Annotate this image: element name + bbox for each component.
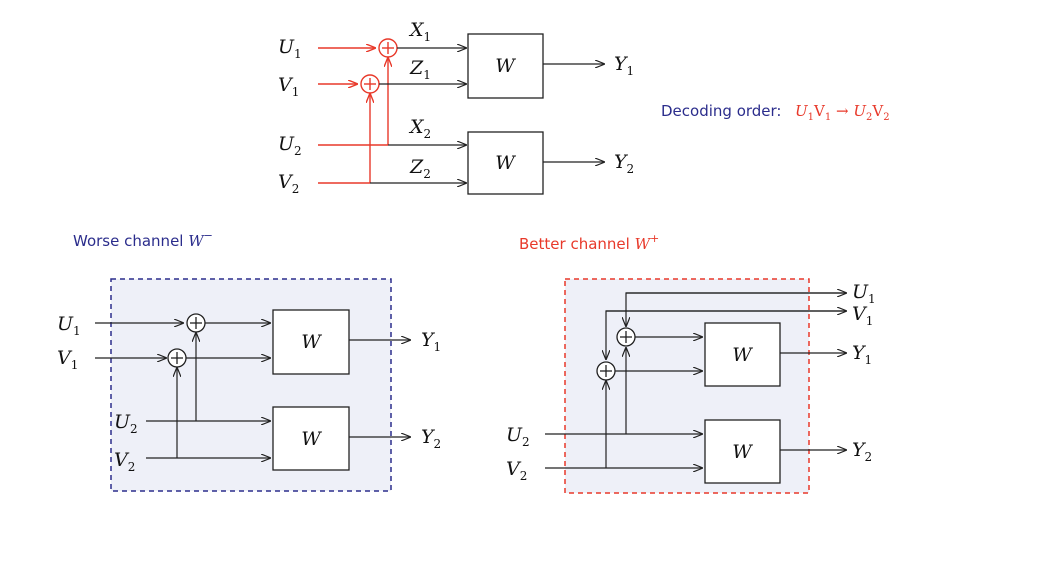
top-input-u2: U2 — [278, 133, 302, 158]
better-xor-2 — [596, 361, 616, 381]
top-diagram: U1 V1 U2 V2 X1 Z1 X2 Z2 — [278, 19, 890, 196]
better-output-u1: U1 — [852, 281, 876, 306]
top-channel-box-2-label: W — [495, 152, 516, 174]
top-output-y2: Y2 — [614, 151, 634, 176]
better-channel-box-1 — [704, 322, 781, 387]
top-channel-box-1 — [467, 33, 544, 99]
worse-output-y2: Y2 — [421, 426, 441, 451]
worse-output-y1: Y1 — [421, 329, 441, 354]
worse-channel-diagram: Worse channel W− U1 V1 U2 V2 W — [57, 229, 441, 492]
top-label-x1: X1 — [408, 19, 431, 44]
better-channel-diagram: Better channel W+ U2 V2 W — [506, 232, 876, 494]
top-channel-box-2 — [467, 131, 544, 195]
better-input-v2: V2 — [506, 458, 527, 483]
top-input-u1: U1 — [278, 36, 302, 61]
better-channel-box-2 — [704, 419, 781, 484]
better-xor-1 — [616, 327, 636, 347]
decoding-order-value: U1V1 → U2V2 — [795, 102, 890, 123]
better-channel-box-1-label: W — [732, 344, 753, 366]
worse-channel-box-1-label: W — [301, 331, 322, 353]
top-output-y1: Y1 — [614, 53, 634, 78]
worse-input-v2: V2 — [114, 449, 135, 474]
worse-channel-box-1 — [272, 309, 350, 375]
top-channel-box-1-label: W — [495, 55, 516, 77]
top-label-x2: X2 — [408, 116, 431, 141]
worse-input-u1: U1 — [57, 313, 81, 338]
worse-input-u2: U2 — [114, 411, 138, 436]
top-label-z2: Z2 — [409, 156, 431, 181]
worse-channel-title: Worse channel W− — [73, 229, 213, 250]
better-channel-box-2-label: W — [732, 441, 753, 463]
better-output-y1: Y1 — [852, 342, 872, 367]
worse-xor-2 — [167, 348, 187, 368]
better-channel-title: Better channel W+ — [519, 232, 659, 253]
worse-channel-box-2 — [272, 406, 350, 471]
top-xor-1 — [378, 38, 398, 58]
better-output-y2: Y2 — [852, 439, 872, 464]
worse-channel-box-2-label: W — [301, 428, 322, 450]
top-input-v1: V1 — [278, 74, 299, 99]
top-input-v2: V2 — [278, 171, 299, 196]
decoding-order-label: Decoding order: — [661, 102, 781, 120]
top-label-z1: Z1 — [409, 57, 431, 82]
better-output-v1: V1 — [852, 303, 873, 328]
worse-xor-1 — [186, 313, 206, 333]
worse-input-v1: V1 — [57, 347, 78, 372]
top-xor-2 — [360, 74, 380, 94]
better-input-u2: U2 — [506, 424, 530, 449]
